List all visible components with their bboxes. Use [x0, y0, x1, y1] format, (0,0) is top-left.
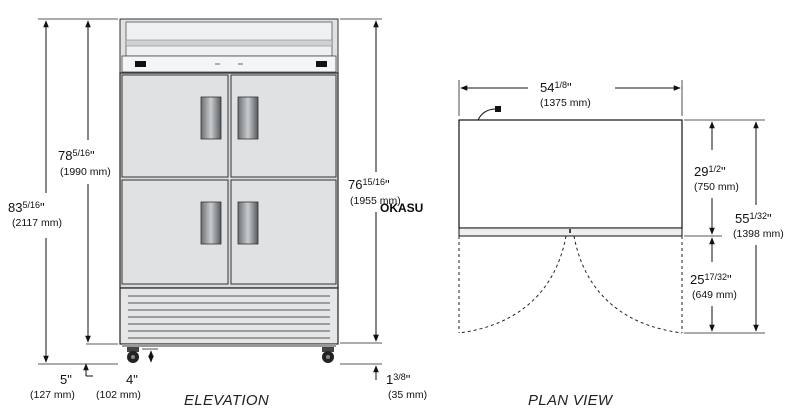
- handle-icon: [200, 96, 222, 140]
- caster-left: [127, 347, 139, 363]
- overall-height-label: 835/16": [8, 200, 45, 215]
- cabinet-height-mm: (1990 mm): [60, 166, 111, 178]
- plan-caption: PLAN VIEW: [528, 392, 614, 409]
- plan-depth-mm: (750 mm): [694, 181, 739, 193]
- plan-width-mm: (1375 mm): [540, 97, 591, 109]
- plan-dimensions: [458, 80, 765, 334]
- cabinet-height-label: 785/16": [58, 148, 95, 163]
- caster-height-label: 4": [126, 372, 138, 387]
- door-swing-label: 2517/32": [690, 272, 732, 287]
- door-height-label: 7615/16": [348, 177, 390, 192]
- handle-icon: [237, 201, 259, 245]
- clearance-mm: (35 mm): [388, 389, 427, 401]
- power-cord-icon: [477, 108, 497, 121]
- clearance-label: 13/8": [386, 372, 411, 387]
- caster-right: [322, 347, 334, 363]
- handle-icon: [237, 96, 259, 140]
- plan-cabinet: [458, 119, 683, 229]
- elevation-dimensions: [38, 18, 382, 380]
- caster-height-mm: (102 mm): [96, 389, 141, 401]
- door-height-mm: (1955 mm): [350, 195, 401, 207]
- okasu-watermark: OKASU: [380, 201, 423, 215]
- plan-depth-label: 291/2": [694, 164, 726, 179]
- caster-offset-label: 5": [60, 372, 72, 387]
- display-right: [316, 61, 327, 67]
- refrigerator-elevation: [119, 18, 339, 363]
- plan-width-label: 541/8": [540, 80, 572, 95]
- handle-icon: [200, 201, 222, 245]
- plan-overall-depth-mm: (1398 mm): [733, 228, 784, 240]
- overall-height-mm: (2117 mm): [12, 217, 62, 229]
- door-swing-right: [573, 235, 683, 334]
- plan-overall-depth-label: 551/32": [735, 211, 772, 226]
- refrigerator-plan: [458, 106, 683, 334]
- door-swing-left: [458, 235, 567, 334]
- door-swing-mm: (649 mm): [692, 289, 737, 301]
- elevation-caption: ELEVATION: [184, 392, 269, 409]
- display-left: [135, 61, 146, 67]
- bottom-grille: [119, 287, 339, 345]
- caster-offset-mm: (127 mm): [30, 389, 75, 401]
